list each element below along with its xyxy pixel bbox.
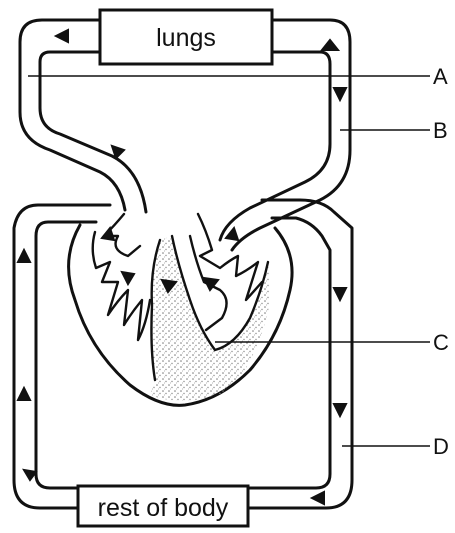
arrow-up-left-vessel-1 [18, 250, 30, 262]
arrow-into-body [312, 492, 324, 504]
arrow-down-right-vessel-2 [334, 404, 346, 416]
arrow-heart-left-1 [122, 272, 134, 284]
label-a: A [433, 64, 448, 89]
lungs-label: lungs [156, 24, 216, 52]
arrow-heart-left-2 [102, 228, 114, 240]
arrow-heart-right-2 [226, 228, 238, 240]
arrow-down-right-vessel-1 [334, 288, 346, 300]
arrow-to-lungs [56, 30, 68, 42]
label-b: B [433, 118, 448, 143]
heart [69, 214, 292, 405]
label-c: C [433, 330, 449, 355]
arrow-up-left-vessel-2 [18, 388, 30, 400]
label-d: D [433, 434, 449, 459]
body-box: rest of body [78, 486, 248, 526]
body-label: rest of body [98, 494, 229, 522]
arrow-out-body [24, 470, 36, 480]
arrow-from-lungs-1 [322, 40, 338, 50]
lungs-box: lungs [100, 10, 272, 64]
arrow-down-right [334, 88, 346, 100]
